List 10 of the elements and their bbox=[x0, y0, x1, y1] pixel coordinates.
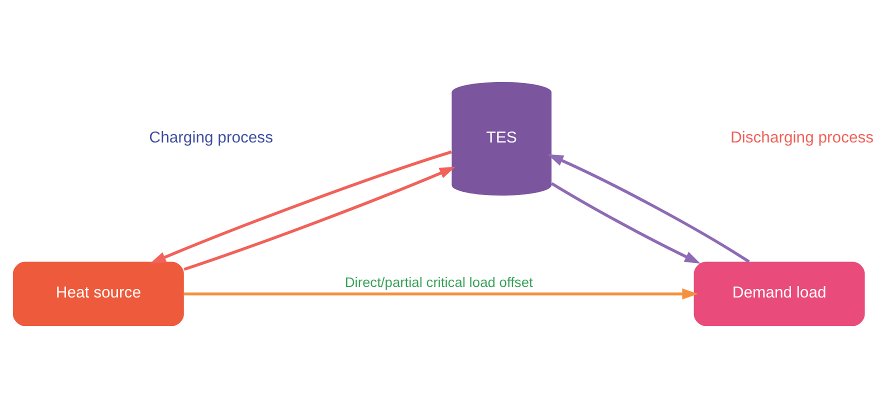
arrow bbox=[184, 166, 456, 270]
edge-label: Direct/partial critical load offset bbox=[344, 274, 533, 290]
arrow bbox=[550, 182, 700, 264]
arrow bbox=[150, 150, 452, 264]
arrow bbox=[548, 154, 750, 263]
label: Discharging process bbox=[730, 129, 874, 146]
node-box: Heat source bbox=[12, 261, 184, 326]
node-box: Demand load bbox=[694, 261, 865, 326]
arrow bbox=[184, 288, 698, 299]
label: Charging process bbox=[149, 129, 273, 146]
